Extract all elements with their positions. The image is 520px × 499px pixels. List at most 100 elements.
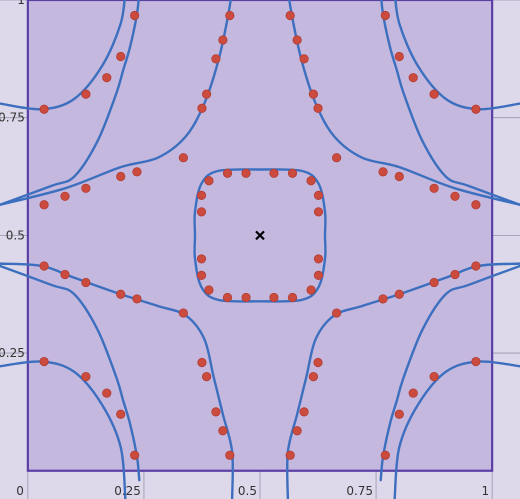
data-point — [132, 294, 142, 304]
contour-left-arm — [380, 0, 520, 206]
data-point — [204, 285, 214, 295]
data-point — [306, 176, 316, 186]
data-point — [197, 357, 207, 368]
tick-labels: 0 0.25 0.5 0.75 1 0.25 0.5 0.75 1 — [0, 0, 489, 498]
data-point — [196, 270, 207, 280]
data-point — [292, 35, 302, 45]
data-point — [39, 356, 49, 367]
data-point — [429, 372, 439, 382]
data-point — [450, 269, 460, 280]
data-point — [313, 207, 324, 217]
data-point — [211, 407, 221, 417]
data-point — [308, 372, 318, 382]
data-point — [269, 292, 279, 303]
data-point — [116, 171, 126, 182]
data-point — [299, 407, 309, 417]
data-point — [471, 356, 481, 367]
data-point — [222, 292, 233, 303]
data-point — [471, 261, 481, 271]
y-tick-label: 1 — [17, 0, 25, 7]
data-point — [241, 168, 251, 178]
x-tick-label: 0.25 — [114, 484, 141, 498]
data-point — [313, 103, 323, 113]
data-point — [332, 153, 342, 163]
data-point — [394, 409, 404, 419]
x-tick-label: 0 — [16, 484, 24, 498]
contour-ring — [193, 168, 327, 303]
data-point — [196, 254, 207, 264]
data-point — [39, 104, 49, 114]
data-point — [39, 261, 49, 271]
data-point — [380, 10, 390, 21]
contour-corner — [393, 360, 520, 499]
contour-left-arm — [0, 0, 140, 206]
data-point — [313, 357, 323, 368]
data-point — [313, 270, 324, 280]
data-point — [306, 285, 316, 295]
x-tick-label: 0.5 — [238, 484, 257, 498]
data-point — [313, 190, 324, 200]
y-tick-label: 0.5 — [6, 228, 25, 242]
data-point — [60, 191, 70, 201]
contour-left-arm — [0, 264, 141, 482]
data-point — [313, 254, 324, 264]
data-point — [378, 167, 388, 177]
data-point — [292, 426, 302, 436]
data-point — [429, 277, 439, 288]
data-point — [81, 89, 91, 99]
data-points — [39, 10, 481, 460]
data-point — [81, 183, 91, 193]
data-point — [308, 89, 318, 99]
x-tick-label: 1 — [482, 484, 490, 498]
data-point — [225, 450, 235, 460]
data-point — [132, 167, 142, 177]
data-point — [222, 168, 233, 178]
x-tick-label: 0.75 — [346, 484, 373, 498]
data-point — [202, 89, 212, 99]
data-point — [218, 426, 228, 436]
contour-top-arm — [0, 0, 232, 206]
data-point — [102, 73, 112, 83]
data-point — [116, 409, 126, 419]
data-point — [102, 388, 112, 398]
data-point — [287, 168, 298, 178]
data-point — [81, 372, 91, 382]
center-marker — [255, 230, 265, 241]
data-point — [60, 269, 70, 280]
data-point — [178, 153, 188, 163]
data-point — [225, 10, 235, 21]
contour-corner — [394, 0, 520, 111]
data-point — [204, 176, 214, 186]
contour-left-arm — [379, 264, 520, 482]
data-point — [394, 289, 404, 299]
data-point — [285, 450, 295, 460]
data-point — [202, 372, 212, 382]
data-point — [299, 54, 309, 64]
data-point — [39, 200, 49, 210]
data-point — [287, 292, 298, 303]
data-point — [196, 207, 207, 217]
data-point — [197, 103, 207, 113]
y-tick-label: 0.75 — [0, 111, 25, 125]
contour-corner — [0, 0, 126, 111]
data-point — [269, 168, 279, 178]
contour-corner — [0, 360, 127, 499]
data-point — [332, 308, 342, 318]
data-point — [471, 104, 481, 114]
data-point — [196, 190, 207, 200]
contour-top-arm — [288, 0, 520, 206]
data-point — [471, 200, 481, 210]
data-point — [429, 89, 439, 99]
data-point — [285, 10, 295, 21]
data-point — [211, 54, 221, 64]
data-point — [178, 308, 188, 318]
data-point — [130, 10, 140, 21]
data-point — [81, 277, 91, 288]
y-tick-label: 0.25 — [0, 346, 25, 360]
data-point — [116, 51, 126, 62]
data-point — [380, 450, 390, 460]
data-point — [378, 294, 388, 304]
data-point — [241, 292, 251, 303]
